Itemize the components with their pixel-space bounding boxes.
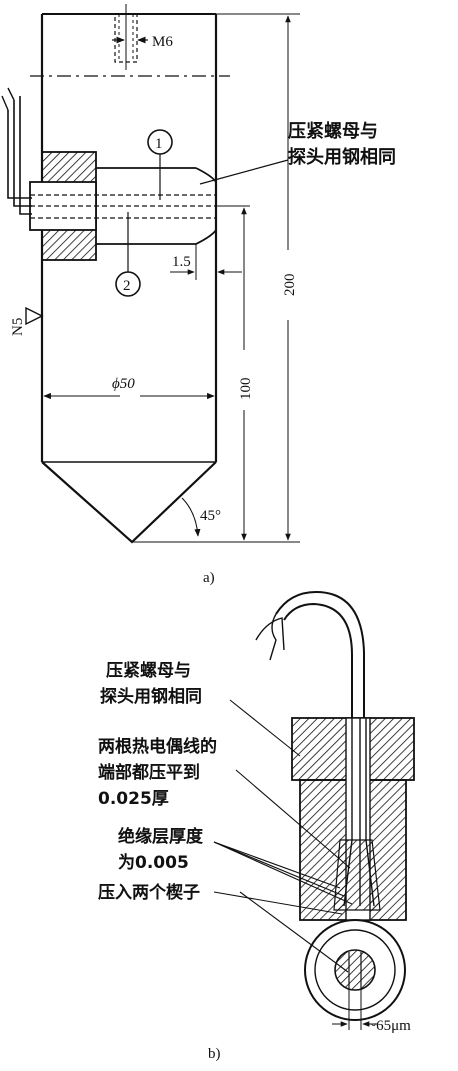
roughness-text: N5 <box>10 318 26 336</box>
width-dim-text: ~65μm <box>368 1018 411 1034</box>
wire-label-line2: 端部都压平到 <box>98 762 200 783</box>
angle-dimension: 45° <box>181 497 221 537</box>
figure-b: ~65μm 压紧螺母与 探头用钢相同 两根热电偶线的 端部都压平到 0.025厚… <box>98 590 415 1062</box>
caption-b: b) <box>208 1046 221 1062</box>
insulation-label-line1: 绝缘层厚度 <box>118 826 204 847</box>
nut-label-a-line1: 压紧螺母与 <box>288 121 378 142</box>
callout-2: 2 <box>115 212 141 297</box>
nut-label-a-line2: 探头用钢相同 <box>288 146 396 168</box>
insulation-label-line2: 为0.005 <box>118 852 189 873</box>
callout-1-number: 1 <box>155 136 163 152</box>
wire-label-line1: 两根热电偶线的 <box>98 736 217 757</box>
end-view: ~65μm <box>304 919 411 1034</box>
labels-b: 压紧螺母与 探头用钢相同 两根热电偶线的 端部都压平到 0.025厚 绝缘层厚度… <box>98 661 353 973</box>
caption-a: a) <box>203 570 215 586</box>
nut-assembly-b <box>291 717 415 921</box>
diameter-dimension: ϕ50 <box>43 376 215 400</box>
nut-label-b-line1: 压紧螺母与 <box>106 661 191 681</box>
nut-label-b-line2: 探头用钢相同 <box>100 686 202 707</box>
roughness-symbol: N5 <box>10 306 44 336</box>
thread-label: M6 <box>152 34 173 50</box>
gap-dimension: 1.5 <box>170 205 250 280</box>
total-height-text: 200 <box>282 274 298 297</box>
figure-a: M6 1 <box>1 4 396 586</box>
diameter-text: ϕ50 <box>112 376 135 392</box>
angle-text: 45° <box>200 508 221 524</box>
body-height-text: 100 <box>238 378 254 401</box>
threaded-hole-m6: M6 <box>112 4 173 70</box>
wedge-label: 压入两个楔子 <box>98 882 200 903</box>
side-port <box>1 87 217 261</box>
callout-1: 1 <box>147 129 173 200</box>
height-dimensions: 200 100 <box>132 13 300 543</box>
gap-dim-text: 1.5 <box>172 254 191 270</box>
probe-tube <box>255 590 365 760</box>
nut-label-a: 压紧螺母与 探头用钢相同 <box>199 121 396 185</box>
wire-label-line3: 0.025厚 <box>98 789 169 809</box>
callout-2-number: 2 <box>123 278 131 294</box>
